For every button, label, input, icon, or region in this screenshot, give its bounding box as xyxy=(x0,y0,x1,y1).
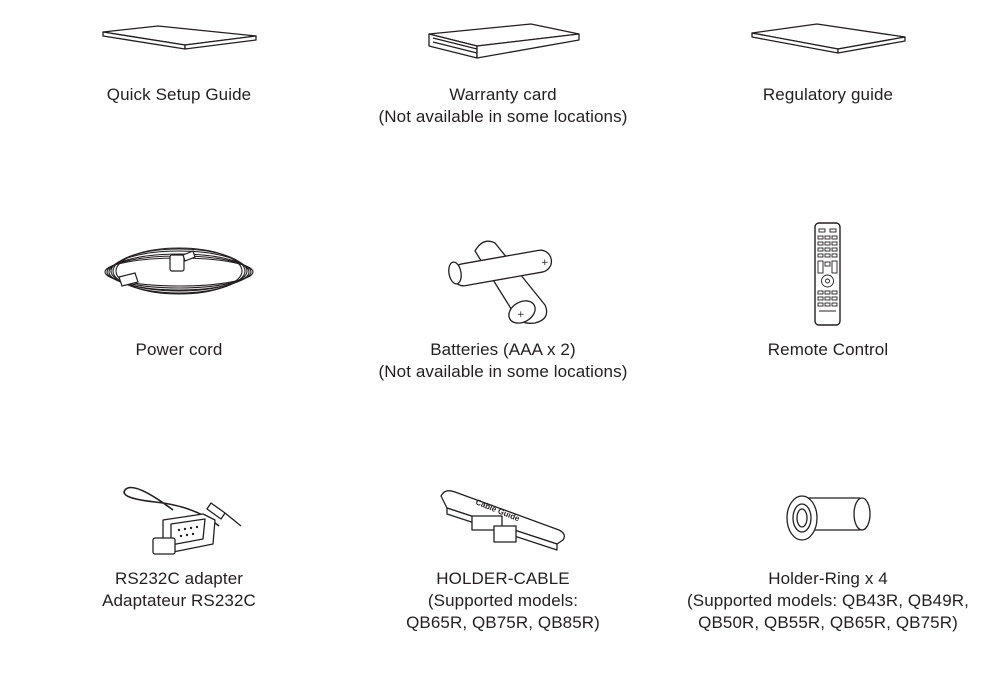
caption-line: Holder-Ring x 4 xyxy=(768,569,888,588)
item-power-cord: Power cord xyxy=(13,215,345,426)
caption-line: Adaptateur RS232C xyxy=(102,591,256,610)
caption-quick-setup-guide: Quick Setup Guide xyxy=(107,84,251,106)
rs232c-adapter-illustration xyxy=(123,486,242,555)
battery-plus-mark: + xyxy=(517,310,525,320)
caption-holder-ring: Holder-Ring x 4 (Supported models: QB43R… xyxy=(687,568,969,634)
caption-batteries: Batteries (AAA x 2) (Not available in so… xyxy=(379,339,628,383)
caption-line: QB65R, QB75R, QB85R) xyxy=(406,613,600,632)
caption-line: (Supported models: QB43R, QB49R, xyxy=(687,591,969,610)
warranty-card-illustration xyxy=(428,23,580,59)
item-holder-cable: Cable Guide HOLDER-CABLE (Supported mode… xyxy=(337,468,669,679)
item-warranty-card: Warranty card (Not available in some loc… xyxy=(337,0,669,211)
caption-power-cord: Power cord xyxy=(136,339,223,361)
item-rs232c-adapter: RS232C adapter Adaptateur RS232C xyxy=(13,468,345,679)
caption-holder-cable: HOLDER-CABLE (Supported models: QB65R, Q… xyxy=(406,568,600,634)
batteries-illustration: + + xyxy=(448,240,553,324)
caption-regulatory-guide: Regulatory guide xyxy=(763,84,893,106)
caption-line: Power cord xyxy=(135,340,223,359)
remote-control-illustration xyxy=(814,222,841,326)
item-remote-control: Remote Control xyxy=(662,215,994,426)
caption-line: Regulatory guide xyxy=(762,85,894,104)
holder-cable-illustration: Cable Guide xyxy=(440,490,565,551)
power-cord-illustration xyxy=(104,247,254,295)
caption-line: Quick Setup Guide xyxy=(106,85,252,104)
battery-plus-mark: + xyxy=(541,258,549,268)
item-batteries: + + Batteries (AAA x 2) (Not available i… xyxy=(337,215,669,426)
caption-line: (Not available in some locations) xyxy=(378,107,628,126)
item-holder-ring: Holder-Ring x 4 (Supported models: QB43R… xyxy=(662,468,994,679)
caption-line: Batteries (AAA x 2) xyxy=(430,340,576,359)
caption-rs232c-adapter: RS232C adapter Adaptateur RS232C xyxy=(102,568,256,612)
holder-ring-illustration xyxy=(786,495,871,541)
item-quick-setup-guide: Quick Setup Guide xyxy=(13,0,345,211)
caption-line: QB50R, QB55R, QB65R, QB75R) xyxy=(698,613,958,632)
caption-line: HOLDER-CABLE xyxy=(436,569,570,588)
caption-remote-control: Remote Control xyxy=(768,339,888,361)
caption-line: (Supported models: xyxy=(427,591,579,610)
regulatory-guide-illustration xyxy=(751,23,906,54)
caption-line: RS232C adapter xyxy=(114,569,244,588)
item-regulatory-guide: Regulatory guide xyxy=(662,0,994,211)
caption-line: (Not available in some locations) xyxy=(378,362,628,381)
caption-warranty-card: Warranty card (Not available in some loc… xyxy=(379,84,628,128)
caption-line: Warranty card xyxy=(449,85,557,104)
caption-line: Remote Control xyxy=(767,340,889,359)
quick-setup-guide-illustration xyxy=(102,25,257,50)
